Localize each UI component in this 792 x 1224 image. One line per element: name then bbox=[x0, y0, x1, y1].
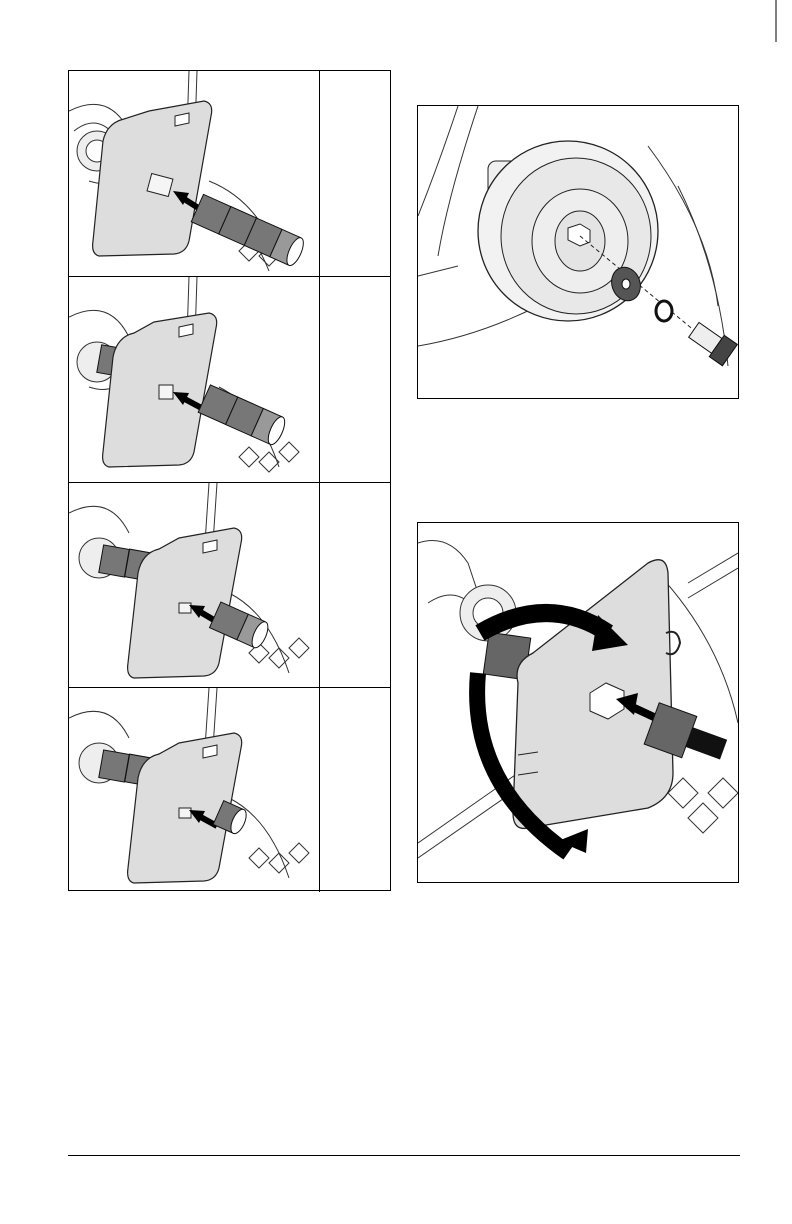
table-row bbox=[69, 688, 390, 892]
step-illustration bbox=[69, 71, 320, 276]
step-text-cell bbox=[320, 688, 390, 892]
figure-wheel-hub bbox=[417, 105, 739, 399]
table-row bbox=[69, 71, 390, 277]
table-row bbox=[69, 483, 390, 688]
step-text-cell bbox=[320, 483, 390, 687]
assembly-step-table bbox=[68, 70, 391, 891]
step-illustration bbox=[69, 277, 320, 482]
step-text-cell bbox=[320, 277, 390, 482]
step-illustration bbox=[69, 688, 320, 892]
step-text-cell bbox=[320, 71, 390, 276]
footer-rule bbox=[68, 1155, 740, 1156]
step-illustration bbox=[69, 483, 320, 687]
figure-plate-rotate bbox=[417, 522, 739, 883]
table-row bbox=[69, 277, 390, 483]
crop-mark bbox=[772, 0, 788, 43]
